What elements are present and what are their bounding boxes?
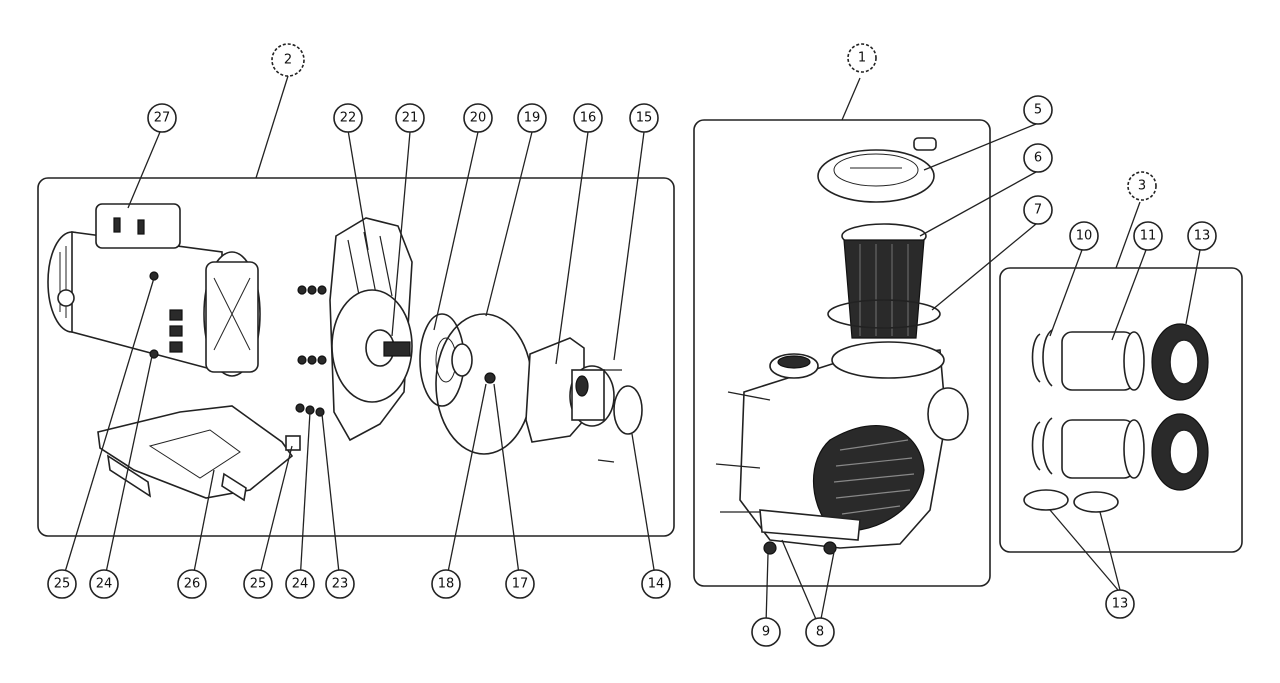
diffuser [525,337,622,463]
svg-text:20: 20 [470,111,487,126]
svg-text:1: 1 [858,51,866,66]
callout-16: 16 [573,103,603,133]
svg-text:11: 11 [1140,229,1157,244]
svg-text:3: 3 [1138,179,1146,194]
callout-3: 3 [1127,171,1157,201]
lid-o-ring [827,299,941,329]
union-kit [1023,323,1209,513]
strainer-basket [841,223,927,339]
svg-text:2: 2 [284,53,292,68]
svg-text:5: 5 [1034,103,1042,118]
svg-text:8: 8 [816,625,824,640]
svg-text:14: 14 [648,577,665,592]
callout-25-right: 25 [243,569,273,599]
callout-2: 2 [271,43,305,77]
callout-17: 17 [505,569,535,599]
callout-13-top: 13 [1187,221,1217,251]
seal-plate [329,217,413,442]
callout-14: 14 [641,569,671,599]
callout-8: 8 [805,617,835,647]
callout-21: 21 [395,103,425,133]
svg-text:26: 26 [184,577,201,592]
callout-25-left: 25 [47,569,77,599]
strainer-cover [817,137,937,203]
washers-bolts [295,285,327,417]
callout-1: 1 [847,43,877,73]
svg-text:23: 23 [332,577,349,592]
svg-text:9: 9 [762,625,770,640]
impeller-screw [484,372,496,384]
leader-lines [61,75,1201,625]
callout-15: 15 [629,103,659,133]
svg-text:10: 10 [1076,229,1093,244]
callout-27: 27 [147,103,177,133]
svg-text:25: 25 [54,577,71,592]
callout-10: 10 [1069,221,1099,251]
pump-housing [715,341,969,555]
callout-11: 11 [1133,221,1163,251]
svg-text:7: 7 [1034,203,1042,218]
diffuser-o-ring [613,385,643,435]
svg-text:25: 25 [250,577,267,592]
svg-text:24: 24 [292,577,309,592]
callout-6: 6 [1023,143,1053,173]
svg-text:24: 24 [96,577,113,592]
callout-22: 22 [333,103,363,133]
svg-text:6: 6 [1034,151,1042,166]
callout-20: 20 [463,103,493,133]
motor [47,203,261,377]
svg-text:13: 13 [1194,229,1211,244]
svg-text:16: 16 [580,111,597,126]
svg-text:13: 13 [1112,597,1129,612]
svg-text:18: 18 [438,577,455,592]
callout-24-left: 24 [89,569,119,599]
svg-text:27: 27 [154,111,171,126]
callout-9: 9 [751,617,781,647]
svg-text:19: 19 [524,111,541,126]
callout-13-bottom: 13 [1105,589,1135,619]
svg-text:15: 15 [636,111,653,126]
union-kit-box [999,267,1243,553]
svg-text:22: 22 [340,111,357,126]
callout-23: 23 [325,569,355,599]
svg-text:17: 17 [512,577,529,592]
callout-7: 7 [1023,195,1053,225]
motor-base [97,405,301,502]
impeller [419,313,473,407]
svg-text:21: 21 [402,111,419,126]
callout-26: 26 [177,569,207,599]
callout-19: 19 [517,103,547,133]
callout-24-right: 24 [285,569,315,599]
callout-5: 5 [1023,95,1053,125]
callout-18: 18 [431,569,461,599]
